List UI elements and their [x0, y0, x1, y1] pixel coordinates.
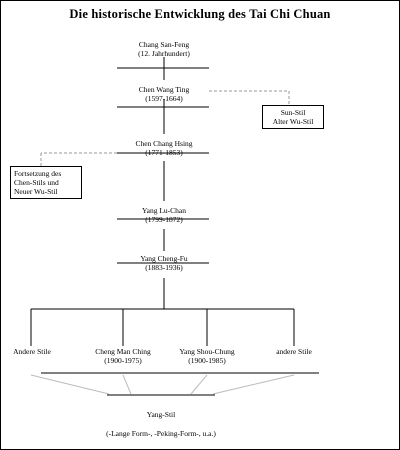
- converge-4: [212, 374, 295, 395]
- node-name: Yang-Stil: [146, 410, 176, 419]
- node-yang-stil-detail: (-Lange Form-, -Peking-Form-, u.a.): [41, 429, 281, 438]
- node-andere-stile-left: Andere Stile: [1, 347, 63, 356]
- box-line: Alter Wu-Stil: [272, 117, 314, 126]
- node-detail: (12. Jahrhundert): [138, 49, 190, 58]
- node-yang-cheng-fu: Yang Cheng-Fu (1883-1936): [114, 254, 214, 272]
- node-detail: (-Lange Form-, -Peking-Form-, u.a.): [106, 429, 216, 438]
- node-detail: (1799-1872): [145, 215, 183, 224]
- node-name: Yang Lu-Chan: [141, 206, 187, 215]
- node-yang-lu-chan: Yang Lu-Chan (1799-1872): [114, 206, 214, 224]
- node-name: Chen Chang Hsing: [135, 139, 193, 148]
- node-yang-shou-chung: Yang Shou-Chung (1900-1985): [163, 347, 251, 365]
- node-name: andere Stile: [276, 347, 312, 356]
- node-name: Chang San-Feng: [138, 40, 190, 49]
- node-detail: (1771-1853): [145, 148, 183, 157]
- node-name: Yang Shou-Chung: [179, 347, 235, 356]
- node-detail: (1597-1664): [145, 94, 183, 103]
- box-fortsetzung: Fortsetzung des Chen-Stils und Neuer Wu-…: [10, 166, 82, 199]
- converge-1: [30, 374, 110, 395]
- node-name: Cheng Man Ching: [95, 347, 151, 356]
- node-detail: (1900-1975): [104, 356, 142, 365]
- node-detail: (1883-1936): [145, 263, 183, 272]
- node-name: Chen Wang Ting: [138, 85, 190, 94]
- node-detail: (1900-1985): [188, 356, 226, 365]
- node-andere-stile-right: andere Stile: [261, 347, 327, 356]
- box-line: Neuer Wu-Stil: [14, 187, 58, 196]
- box-line: Chen-Stils und: [14, 178, 59, 187]
- node-chang-san-feng: Chang San-Feng (12. Jahrhundert): [114, 40, 214, 58]
- box-sun-wu: Sun-Stil Alter Wu-Stil: [262, 105, 324, 129]
- box-line: Fortsetzung des: [14, 169, 62, 178]
- node-chen-wang-ting: Chen Wang Ting (1597-1664): [114, 85, 214, 103]
- diagram-title: Die historische Entwicklung des Tai Chi …: [69, 7, 331, 21]
- converge-3: [190, 374, 208, 395]
- node-chen-chang-hsing: Chen Chang Hsing (1771-1853): [114, 139, 214, 157]
- node-name: Andere Stile: [13, 347, 51, 356]
- node-name: Yang Cheng-Fu: [140, 254, 188, 263]
- converge-2: [122, 374, 132, 395]
- node-cheng-man-ching: Cheng Man Ching (1900-1975): [79, 347, 167, 365]
- box-line: Sun-Stil: [280, 108, 306, 117]
- node-yang-stil: Yang-Stil: [61, 410, 261, 419]
